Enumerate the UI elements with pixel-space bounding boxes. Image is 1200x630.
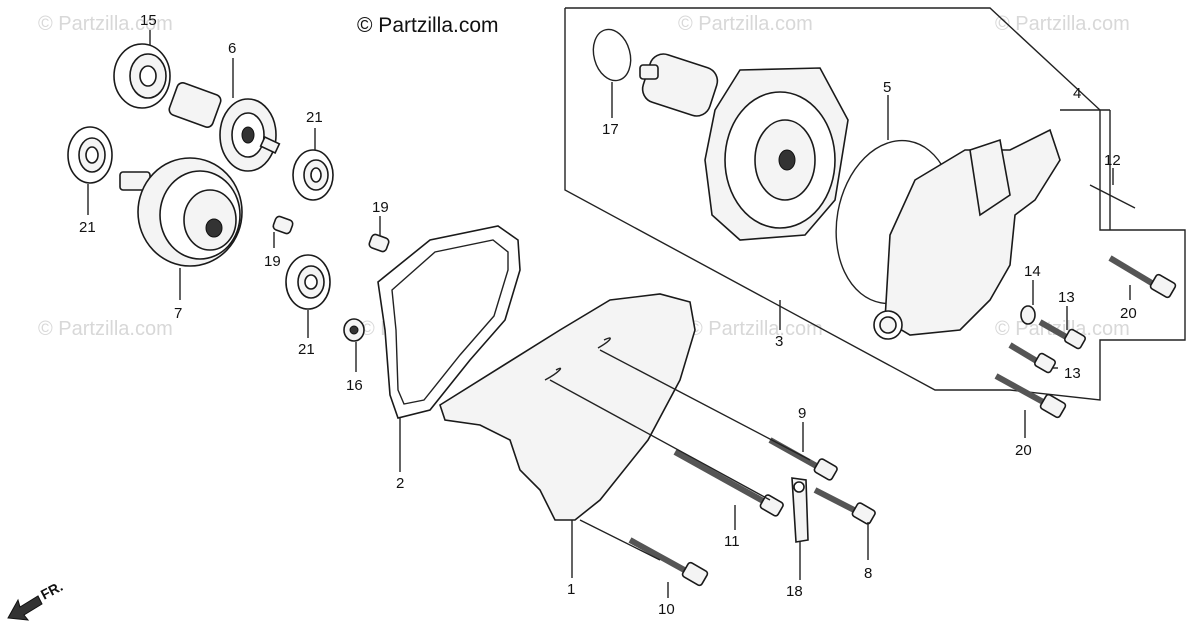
brand-label: © Partzilla.com: [357, 14, 499, 37]
bearing-21-center-bottom: [285, 254, 331, 310]
front-direction-marker: FR.: [7, 578, 65, 621]
gasket-2: [377, 225, 521, 419]
bearing-21-left: [67, 126, 113, 184]
watermark-top-mid: © Partzilla.com: [678, 13, 813, 35]
stud-bolt-12: [1089, 184, 1136, 209]
pump-body-3: [704, 67, 849, 241]
bolt-11: [673, 449, 784, 517]
seal-16: [343, 318, 365, 342]
bolt-8: [813, 487, 876, 525]
bolt-10: [628, 537, 709, 587]
bolt-13-top: [1038, 319, 1086, 350]
callout-21-left: 21: [79, 219, 96, 236]
callout-15: 15: [140, 12, 157, 29]
callout-19-left: 19: [264, 253, 281, 270]
watermark-mid-left: © Partzilla.com: [38, 318, 173, 340]
callout-21-bottom: 21: [298, 341, 315, 358]
bolt-20-bottom: [994, 373, 1067, 419]
assembly-outline: [564, 7, 1186, 401]
o-ring-17: [592, 28, 632, 82]
watermark-mid-right: © Partzilla.com: [688, 318, 823, 340]
leader-lines: [87, 30, 1131, 598]
callout-4: 4: [1073, 85, 1081, 102]
callout-13-bottom: 13: [1064, 365, 1081, 382]
bolt-13-bottom: [1008, 342, 1056, 374]
callout-labels: 15 6 21 21 7 19 19 21 16 2 1 17 3 5 4 12…: [79, 12, 1137, 618]
bearing-15: [113, 43, 171, 109]
callout-14: 14: [1024, 263, 1041, 280]
bolt-9: [768, 437, 838, 481]
callout-7: 7: [174, 305, 182, 322]
callout-8: 8: [864, 565, 872, 582]
callout-16: 16: [346, 377, 363, 394]
callout-1: 1: [567, 581, 575, 598]
callout-19-right: 19: [372, 199, 389, 216]
dowel-pin-19-left: [272, 215, 294, 235]
callout-20-bottom: 20: [1015, 442, 1032, 459]
callout-3: 3: [775, 333, 783, 350]
callout-21-top: 21: [306, 109, 323, 126]
pump-shaft: [639, 53, 719, 117]
callout-13-top: 13: [1058, 289, 1075, 306]
callout-11: 11: [724, 533, 740, 550]
callout-6: 6: [228, 40, 236, 57]
pump-cover-4: [873, 128, 1061, 340]
clamp-18: [791, 477, 809, 543]
gear-shaft-6: [168, 82, 281, 172]
callout-20-right: 20: [1120, 305, 1137, 322]
callout-2: 2: [396, 475, 404, 492]
watermark-top-left: © Partzilla.com: [38, 13, 173, 35]
front-label: FR.: [38, 578, 65, 603]
bearing-21-center-top: [292, 149, 334, 201]
callout-10: 10: [658, 601, 675, 618]
callout-12: 12: [1104, 152, 1121, 169]
callout-17: 17: [602, 121, 619, 138]
watermark-top-right: © Partzilla.com: [995, 13, 1130, 35]
cover-1: [439, 293, 696, 521]
callout-9: 9: [798, 405, 806, 422]
washer-14: [1020, 305, 1036, 325]
dowel-pin-19-right: [368, 233, 390, 253]
callout-5: 5: [883, 79, 891, 96]
callout-18: 18: [786, 583, 803, 600]
front-arrow-icon: [7, 595, 43, 621]
gear-assembly-7: [119, 157, 243, 267]
bolt-20-top: [1108, 255, 1177, 299]
watermarks: © Partzilla.com © Partzilla.com © Partzi…: [38, 13, 1130, 340]
